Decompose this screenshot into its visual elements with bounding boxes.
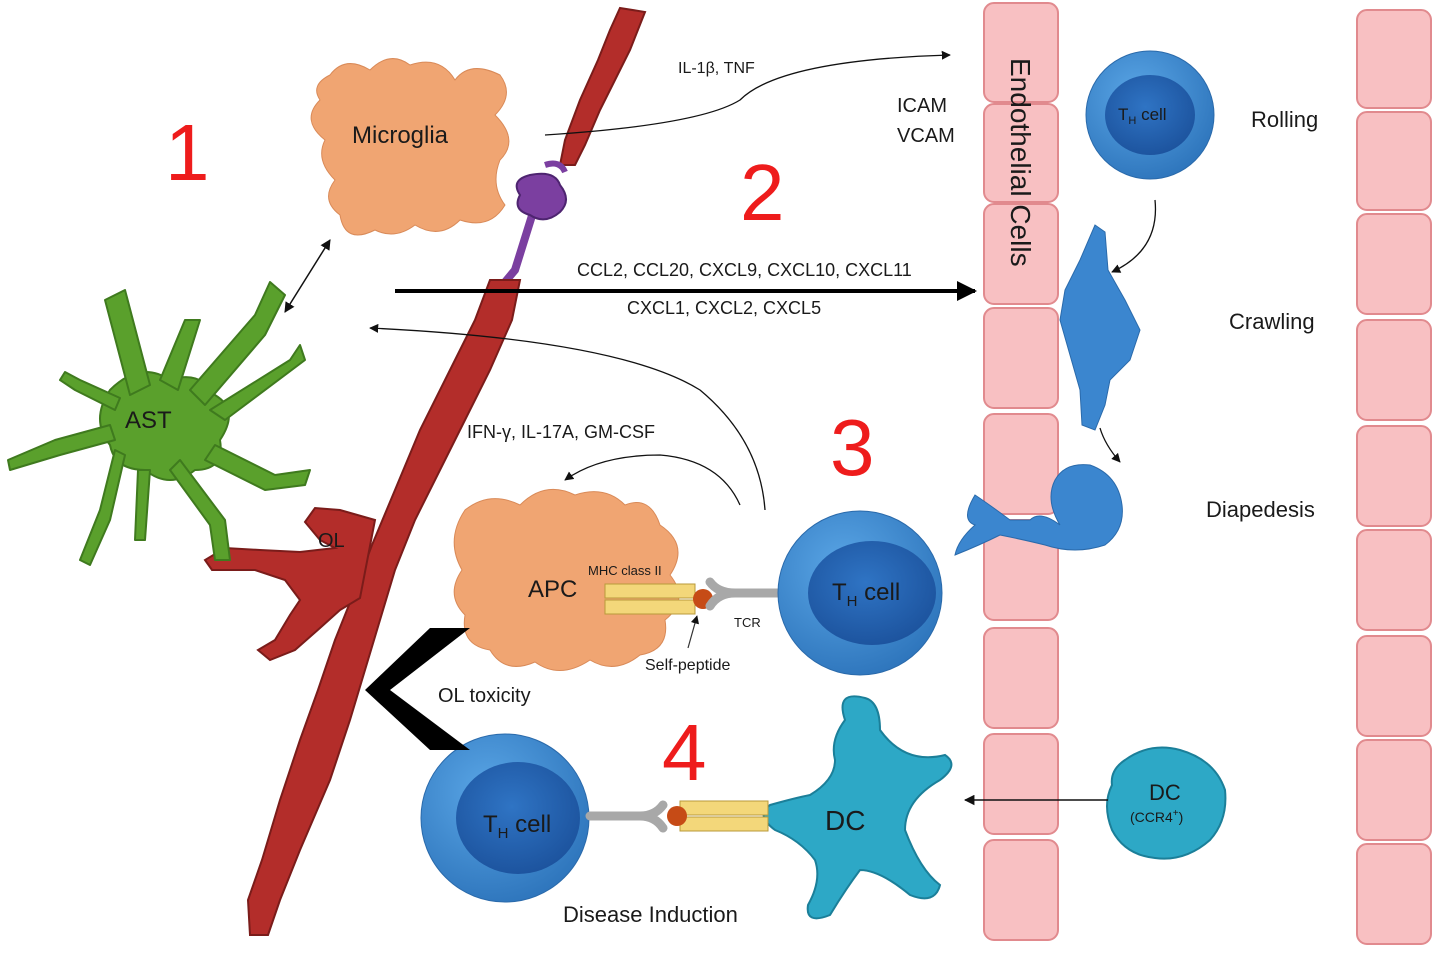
adhesion-icam-label: ICAM	[897, 95, 947, 117]
arrow-microglia-astrocyte	[284, 239, 331, 313]
chemokines-2-label: CXCL1, CXCL2, CXCL5	[627, 298, 821, 318]
step-number-3: 3	[830, 403, 875, 492]
th-cell-step4-label-t: T	[483, 811, 498, 838]
step-number-1: 1	[165, 108, 210, 197]
arrow-rolling-crawling	[1111, 199, 1157, 273]
oligodendrocyte-label: OL	[318, 530, 345, 552]
microglia-label: Microglia	[352, 122, 449, 149]
ol-toxicity-label: OL toxicity	[438, 685, 531, 707]
th-cell-step4: TH cell	[420, 733, 590, 903]
th-cell-step3-label-cell: cell	[858, 579, 901, 606]
dc-migrating-close: )	[1179, 809, 1184, 825]
endothelial-cells-label: Endothelial Cells	[1005, 58, 1036, 267]
astrocyte-cell	[7, 281, 311, 566]
th-cell-step3-label-h: H	[847, 593, 858, 610]
microglia-cell	[310, 58, 510, 236]
dc-migrating-cell	[1106, 746, 1227, 860]
dc-migrating-label: DC	[1149, 780, 1181, 805]
tcr-icon	[705, 577, 795, 611]
th-cell-step3-label-t: T	[832, 579, 847, 606]
tcr-label: TCR	[734, 615, 761, 630]
svg-text:(CCR4+): (CCR4+)	[1130, 808, 1183, 825]
mhc-class-ii-icon	[604, 583, 696, 615]
th-cell-rolling: TH cell	[1085, 50, 1215, 180]
th-cell-diapedesis	[954, 464, 1123, 556]
svg-text:TH cell: TH cell	[483, 811, 551, 842]
th-cell-step4-label-h: H	[498, 825, 509, 842]
disease-induction-label: Disease Induction	[563, 902, 738, 927]
self-peptide-label: Self-peptide	[645, 657, 730, 674]
th-cell-rolling-label-h: H	[1128, 115, 1136, 127]
mhc-dc-icon	[679, 800, 769, 832]
th-cell-crawling	[1059, 224, 1141, 431]
endothelial-wall-right	[1356, 9, 1432, 945]
adhesion-vcam-label: VCAM	[897, 125, 955, 147]
dc-migrating-sublabel: (CCR4	[1130, 809, 1173, 825]
arrow-cytokines-1	[544, 50, 951, 136]
dc-label: DC	[825, 805, 865, 836]
step-number-4: 4	[662, 708, 707, 797]
dc-cell	[762, 695, 953, 920]
arrow-cytokines-3-top	[369, 323, 766, 511]
myelin-node-icon	[515, 160, 568, 221]
step-number-2: 2	[740, 148, 785, 237]
cytokines-3-label: IFN-γ, IL-17A, GM-CSF	[467, 422, 655, 442]
th-cell-step3: TH cell	[777, 510, 943, 676]
arrow-cytokines-3-apc	[564, 454, 741, 506]
dc-migrating-sup: +	[1173, 808, 1179, 819]
endothelial-wall-left	[983, 2, 1059, 941]
migration-step-diapedesis: Diapedesis	[1206, 497, 1315, 522]
arrow-crawling-diapedesis	[1099, 427, 1121, 463]
self-peptide-pointer	[687, 615, 699, 649]
th-cell-step4-label-cell: cell	[509, 811, 552, 838]
axon	[203, 6, 647, 936]
svg-text:TH cell: TH cell	[1118, 105, 1167, 127]
mhc-label: MHC class II	[588, 563, 662, 578]
apc-cell	[453, 488, 680, 671]
astrocyte-label: AST	[125, 407, 172, 434]
migration-step-rolling: Rolling	[1251, 107, 1318, 132]
migration-step-crawling: Crawling	[1229, 309, 1315, 334]
chemokines-1-label: CCL2, CCL20, CXCL9, CXCL10, CXCL11	[577, 260, 912, 280]
self-peptide-step4-icon	[667, 806, 687, 826]
svg-text:TH cell: TH cell	[832, 579, 900, 610]
th-cell-rolling-label-t: T	[1118, 105, 1128, 124]
tcr-step4-icon	[585, 800, 668, 833]
th-cell-rolling-label-cell: cell	[1136, 105, 1166, 124]
cytokines-1-label: IL-1β, TNF	[678, 60, 755, 77]
apc-label: APC	[528, 576, 577, 603]
ol-toxicity-chevron-icon	[365, 628, 470, 750]
